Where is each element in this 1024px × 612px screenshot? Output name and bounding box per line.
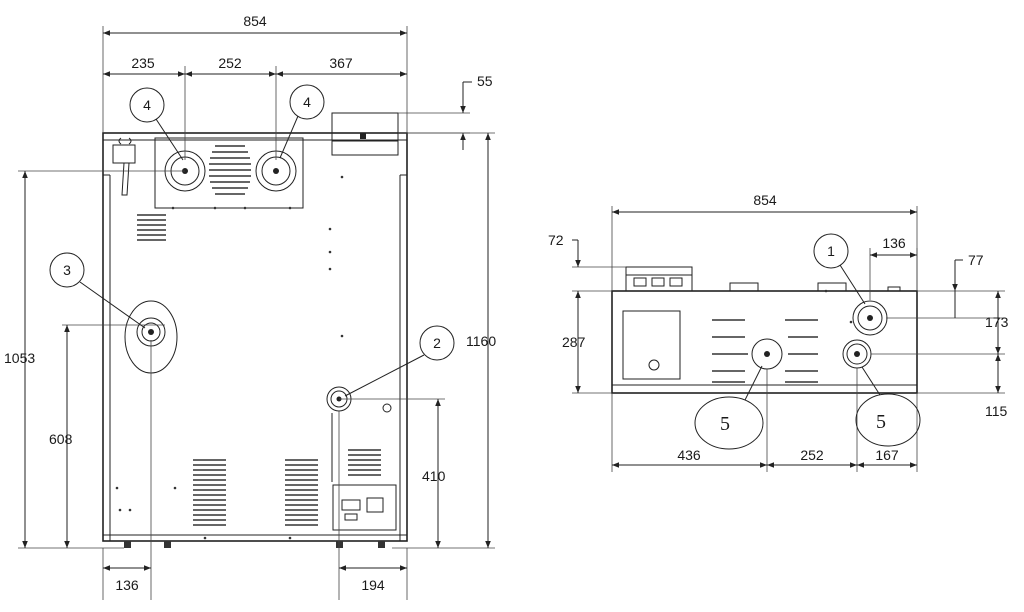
top-view: 854 136 72 287 77 xyxy=(548,192,1009,472)
dim-front-top-offset: 55 xyxy=(477,73,493,89)
bottom-vent-right xyxy=(348,449,381,476)
callout-3: 3 xyxy=(63,262,71,278)
flue-plate-vents xyxy=(209,145,251,195)
screw-dots xyxy=(115,175,344,540)
dim-top-115: 115 xyxy=(985,403,1008,419)
top-dimensions: 854 136 72 287 77 xyxy=(548,192,1009,472)
dim-front-height-608: 608 xyxy=(49,431,73,447)
dim-front-height-410: 410 xyxy=(422,468,446,484)
front-view: 854 235 252 367 55 1160 xyxy=(4,13,496,600)
dim-front-bottom-194: 194 xyxy=(361,577,385,593)
callout-4-right: 4 xyxy=(303,94,311,110)
top-callouts: 1 5 5 xyxy=(694,233,921,450)
feet xyxy=(124,541,385,548)
dim-top-77: 77 xyxy=(968,252,984,268)
dim-top-width: 854 xyxy=(753,192,777,208)
bottom-vent-left xyxy=(193,459,226,526)
dim-top-167: 167 xyxy=(875,447,899,463)
top-vent-slots xyxy=(712,319,818,383)
flue-plate xyxy=(154,137,304,209)
front-body-outline xyxy=(102,132,408,542)
dim-front-total-height: 1160 xyxy=(466,333,496,349)
control-panel xyxy=(332,484,397,531)
dim-front-seg-1: 235 xyxy=(131,55,155,71)
bottom-vents xyxy=(193,449,381,526)
front-dimensions: 854 235 252 367 55 1160 xyxy=(4,13,496,600)
dim-top-436: 436 xyxy=(677,447,701,463)
bottom-vent-middle xyxy=(285,459,318,526)
dim-top-252: 252 xyxy=(800,447,824,463)
top-right-box xyxy=(331,112,399,156)
callout-5-right: 5 xyxy=(876,411,886,433)
front-callouts: 4 4 3 2 xyxy=(49,84,455,397)
callout-2: 2 xyxy=(433,335,441,351)
dim-top-136: 136 xyxy=(882,235,906,251)
callout-4-left: 4 xyxy=(143,97,151,113)
dim-front-seg-3: 367 xyxy=(329,55,353,71)
top-outlets xyxy=(751,289,888,370)
callout-1: 1 xyxy=(827,243,835,259)
top-left-bracket xyxy=(112,137,136,196)
access-hatch xyxy=(622,310,681,380)
dim-top-287: 287 xyxy=(562,334,586,350)
dim-front-height-1053: 1053 xyxy=(4,350,35,366)
callout-5-left: 5 xyxy=(720,413,730,435)
left-side-vent xyxy=(137,214,166,241)
top-view-box xyxy=(625,266,901,292)
dim-front-bottom-136: 136 xyxy=(115,577,139,593)
right-connection xyxy=(326,386,392,482)
dim-front-seg-2: 252 xyxy=(218,55,242,71)
dim-front-width: 854 xyxy=(243,13,267,29)
dim-top-173: 173 xyxy=(985,314,1009,330)
dim-top-72: 72 xyxy=(548,232,564,248)
top-body-outline xyxy=(611,290,918,394)
